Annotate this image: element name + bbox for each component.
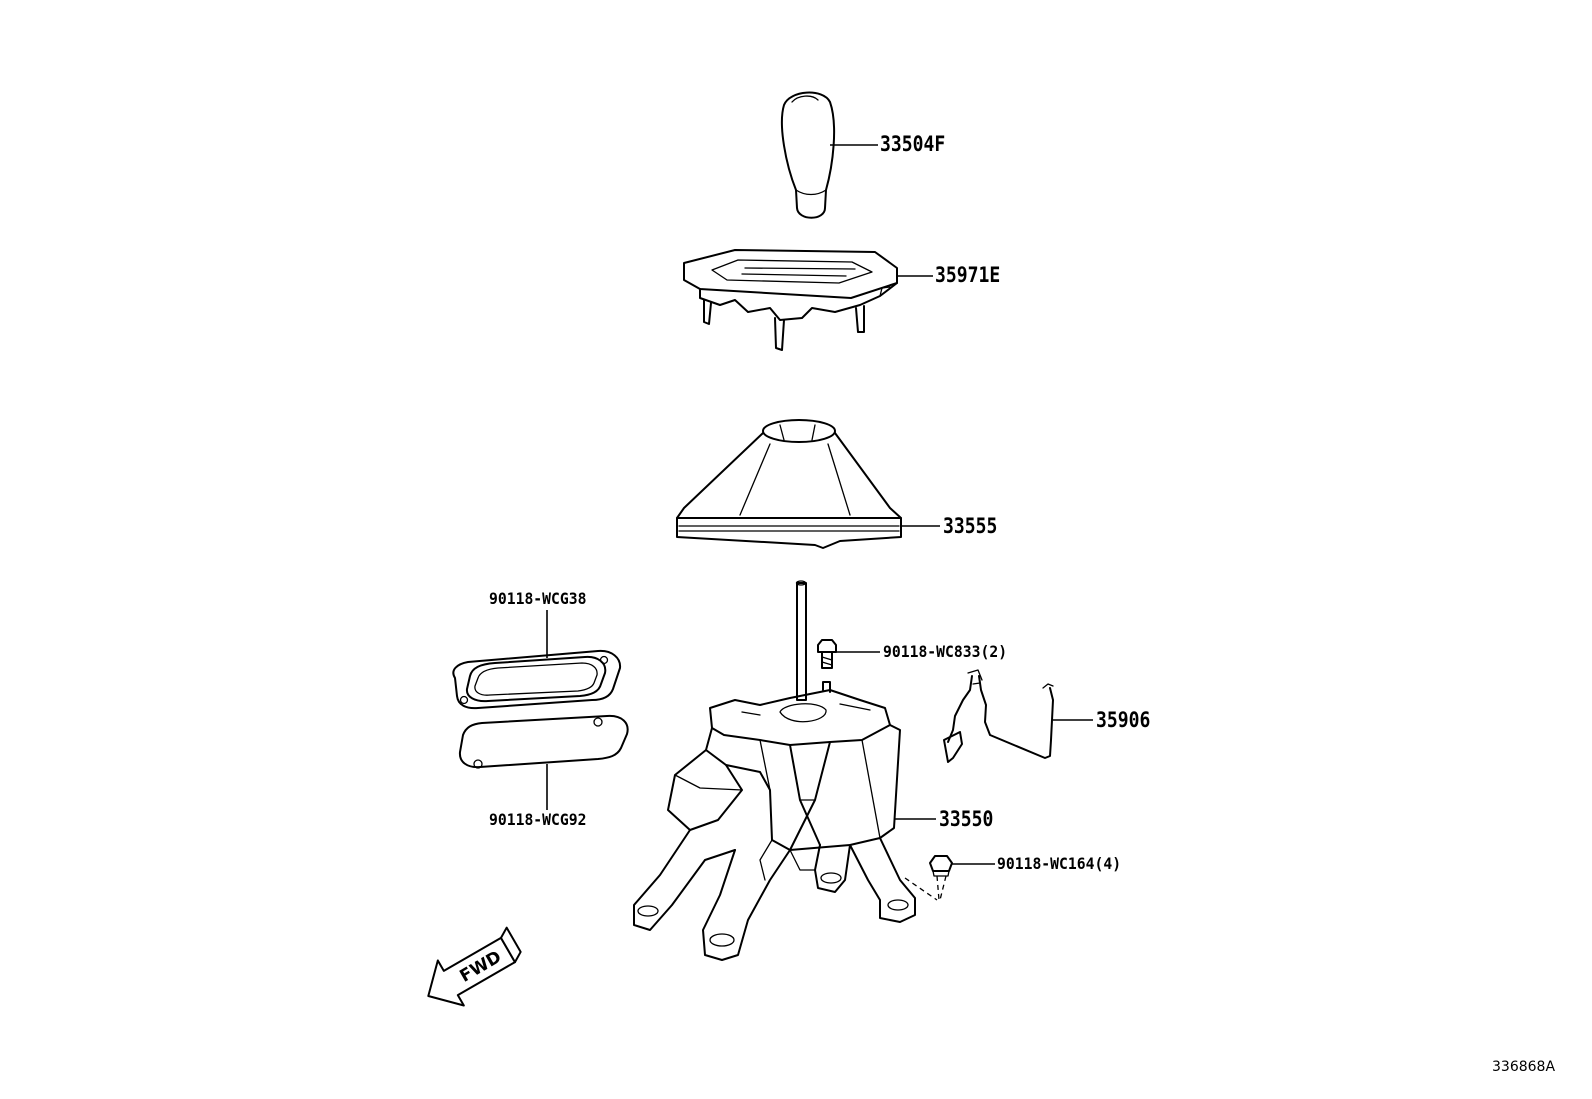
callout-boot: 33555 (943, 514, 998, 538)
callout-harness: 35906 (1096, 708, 1151, 732)
lower-plate-part (458, 714, 629, 769)
callout-shifter: 33550 (939, 807, 994, 831)
nut-part (904, 855, 953, 901)
shift-knob-part (780, 91, 836, 219)
bolt-part (817, 639, 837, 669)
shift-boot-part (676, 419, 902, 549)
callout-knob: 33504F (880, 132, 946, 156)
shift-bezel-part (683, 249, 898, 351)
callout-bolt: 90118-WC833(2) (883, 642, 1008, 661)
fwd-arrow-icon: FWD (427, 926, 522, 1007)
harness-part (943, 669, 1054, 763)
illustration-reference-number: 336868A (1492, 1059, 1556, 1075)
callout-lower-plate: 90118-WCG92 (489, 810, 587, 829)
callout-bezel: 35971E (935, 263, 1001, 287)
callout-nut: 90118-WC164(4) (997, 854, 1122, 873)
callout-upper-plate: 90118-WCG38 (489, 589, 587, 608)
shift-lever-assembly-part (633, 580, 916, 961)
upper-plate-part (452, 649, 622, 710)
